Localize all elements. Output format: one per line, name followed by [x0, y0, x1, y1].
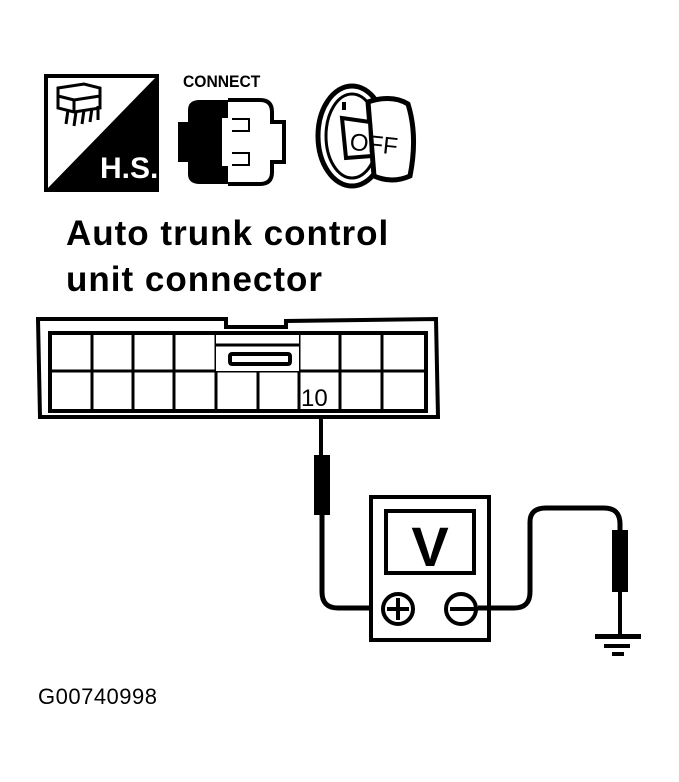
negative-probe [612, 530, 628, 592]
connect-label: CONNECT [183, 72, 261, 91]
connector-title-line1: Auto trunk control [66, 214, 390, 253]
figure-id: G00740998 [38, 684, 158, 709]
connect-plug-icon [178, 98, 286, 186]
connector-title-line2: unit connector [66, 260, 324, 299]
voltmeter: V [369, 495, 491, 642]
positive-probe [314, 455, 330, 515]
ground-icon [595, 634, 641, 656]
ignition-key-label: OFF [348, 129, 399, 161]
ignition-key-icon: OFF [315, 83, 417, 189]
connector-housing: 10 [36, 316, 440, 419]
terminal-10-label: 10 [301, 385, 328, 412]
harness-symbol-label: H.S. [100, 152, 158, 185]
voltmeter-display: V [411, 515, 448, 578]
harness-connector-icon: H.S. [44, 74, 159, 192]
